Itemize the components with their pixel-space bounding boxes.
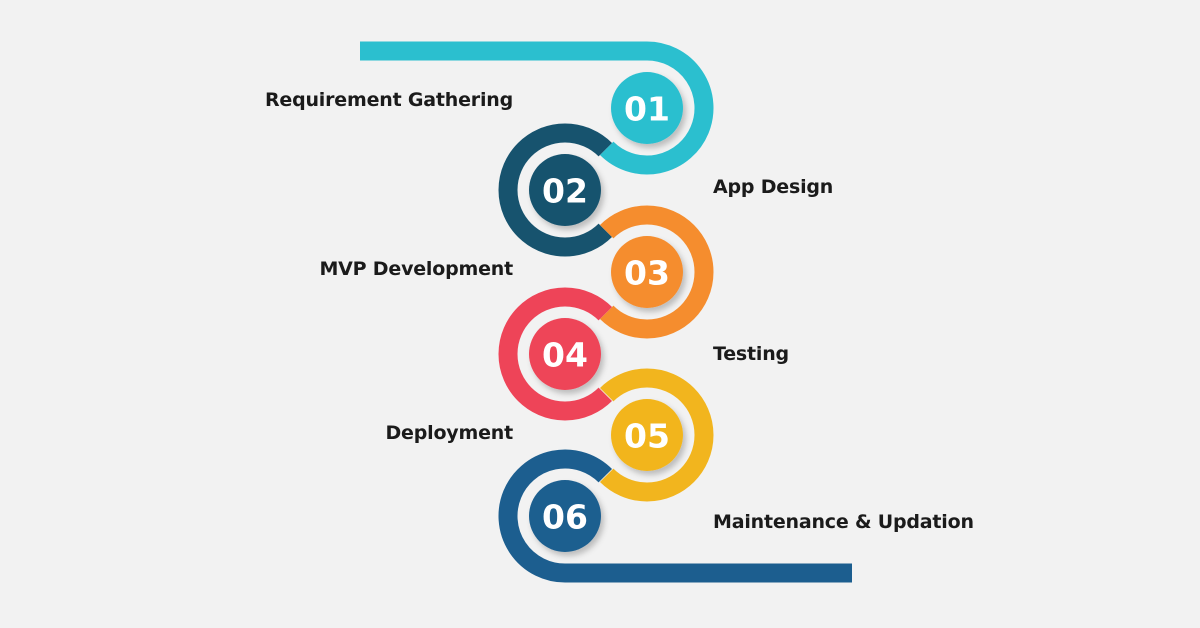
step-ring-3 [599,205,714,339]
step-badge-2 [529,154,601,226]
step-number-1: 01 [624,90,670,129]
step-badge-1 [611,72,683,144]
step-label-4: Testing [713,343,789,365]
step-badge-3 [611,236,683,308]
step-label-1: Requirement Gathering [264,89,513,111]
step-number-3: 03 [624,254,670,293]
step-number-4: 04 [542,336,588,375]
step-label-5: Deployment [385,422,513,444]
step-ring-5 [599,368,714,502]
step-number-5: 05 [624,417,670,456]
step-label-2: App Design [713,176,834,198]
step-ring-1 [360,41,714,175]
step-label-6: Maintenance & Updation [713,511,974,533]
step-badge-6 [529,480,601,552]
step-badge-5 [611,399,683,471]
step-number-2: 02 [542,172,588,211]
step-badge-4 [529,318,601,390]
step-label-3: MVP Development [319,258,513,280]
step-ring-4 [498,287,613,421]
step-number-6: 06 [542,498,588,537]
step-ring-2 [498,123,613,257]
step-ring-6 [498,449,852,583]
